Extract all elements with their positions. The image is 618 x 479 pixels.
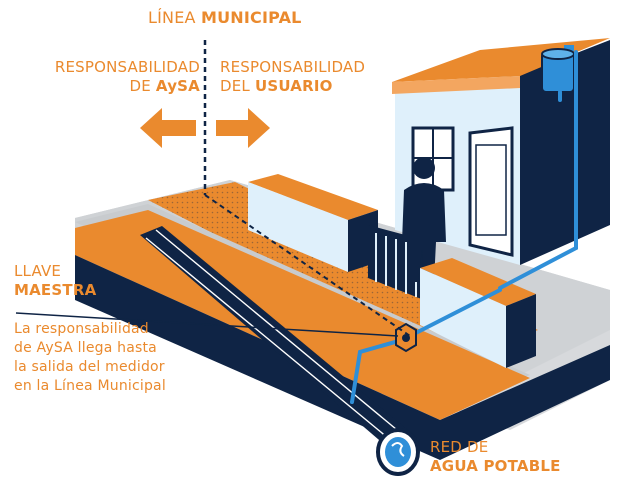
right-zone-label: RESPONSABILIDAD DEL USUARIO [220, 58, 366, 95]
municipal-line-label: LÍNEA MUNICIPAL [148, 8, 302, 27]
ground-side [75, 255, 610, 460]
arrow-right-icon [216, 108, 270, 148]
right-wall-end [506, 294, 536, 368]
arrow-left-icon [140, 108, 196, 148]
house-right-wall [520, 40, 610, 265]
left-zone-label: RESPONSABILIDAD DE AySA [54, 58, 200, 95]
front-wall-top [248, 174, 378, 220]
network-label: RED DE AGUA POTABLE [430, 438, 561, 475]
municipal-line-ground [204, 194, 411, 337]
front-wall-face [248, 182, 348, 272]
person-silhouette-icon [402, 157, 446, 282]
house-roof-edge [392, 76, 520, 94]
responsibility-note: La responsabilidad de AySA llega hasta l… [14, 321, 166, 394]
house-supply-pipe [498, 50, 578, 290]
water-tank-icon [541, 45, 575, 93]
door [468, 126, 514, 257]
right-wall-face [420, 268, 506, 368]
valve-label: LLAVE MAESTRA [14, 262, 97, 299]
service-pipe [350, 288, 502, 404]
valve-callout-line [15, 312, 399, 337]
right-wall-top [420, 258, 536, 306]
main-pipe [140, 226, 420, 476]
